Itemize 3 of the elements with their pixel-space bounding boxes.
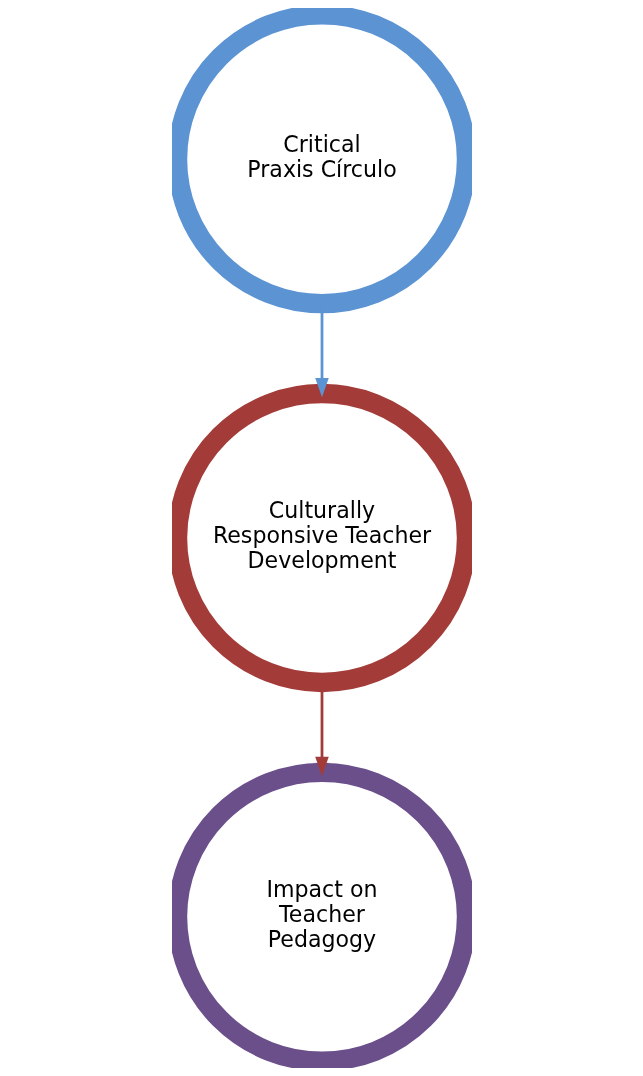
node-circle: Critical Praxis Círculo [171,8,472,314]
node-circle: Impact on Teacher Pedagogy [171,762,472,1068]
node-circle: Culturally Responsive Teacher Development [171,383,472,693]
